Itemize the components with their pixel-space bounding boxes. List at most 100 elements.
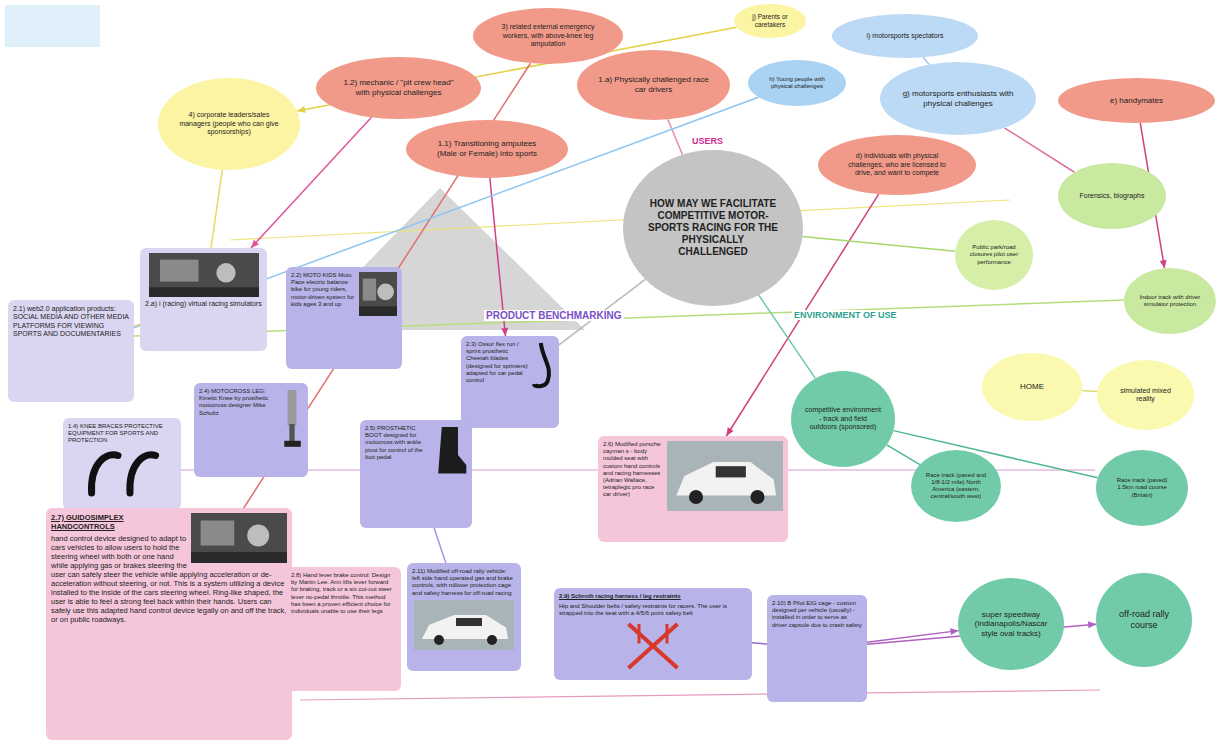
ellipse-node: 3) related external emergency workers, w… <box>473 8 623 64</box>
ellipse-node: HOW MAY WE FACILITATE COMPETITIVE MOTOR-… <box>623 150 803 306</box>
connector-line <box>668 119 683 154</box>
node-content: HOW MAY WE FACILITATE COMPETITIVE MOTOR-… <box>646 198 780 258</box>
node-content: HOME <box>995 382 1069 392</box>
node-content: simulated mixed reality <box>1110 387 1181 404</box>
connector-line <box>802 237 955 252</box>
node-content: 2.a) i (racing) virtual racing simulator… <box>145 253 262 308</box>
deco-line <box>300 690 1100 700</box>
box-node: 2.4) MOTOCROSS LEG: Kinetic Knee by pros… <box>194 383 308 477</box>
arrow-head <box>950 628 958 635</box>
node-text: 2.6) Modified porsche cayman s - body mo… <box>603 441 783 499</box>
box-node: 2.10) B Pilot EIG cage - custom designed… <box>767 595 867 702</box>
node-heading: 2.7) GUIDOSIMPLEX HANDCONTROLS <box>51 513 287 531</box>
node-text: 1.1) Transitioning amputees (Male or Fem… <box>427 139 547 158</box>
ellipse-node: Indoor track with driver simulator prote… <box>1124 268 1216 334</box>
photo-picture <box>359 272 397 316</box>
node-content: super speedway (Indianapolis/Nascar styl… <box>972 610 1050 639</box>
node-text: 3) related external emergency workers, w… <box>493 23 603 48</box>
connector <box>1082 391 1097 392</box>
node-text: 2.2) MOTO KIDS Moto Pace electric balanc… <box>291 272 397 308</box>
photo-picture <box>149 253 259 297</box>
node-content: 4) corporate leaders/sales managers (peo… <box>176 111 282 136</box>
blade-illustration <box>532 341 554 389</box>
arrow-head <box>501 328 508 336</box>
node-text: i) motorsports spectators <box>851 32 959 40</box>
box-node: 2.5) PROSTHETIC BOOT designed for motocr… <box>360 420 472 528</box>
leg-picture <box>281 388 303 448</box>
box-node: 1.4) KNEE BRACES PROTECTIVE EQUIPMENT FO… <box>63 418 181 510</box>
node-text: 2.a) i (racing) virtual racing simulator… <box>145 300 262 308</box>
leg-illustration <box>281 388 303 448</box>
node-content: i) motorsports spectators <box>851 32 959 40</box>
deco-line <box>230 200 1010 240</box>
node-text: Public park/road closures pilot user per… <box>965 244 1023 266</box>
node-content: 2.3) Ossur flex run / sprint prosthetic … <box>466 341 554 391</box>
node-text: 1.4) KNEE BRACES PROTECTIVE EQUIPMENT FO… <box>68 423 176 445</box>
box-node: 2.6) Modified porsche cayman s - body mo… <box>598 436 788 542</box>
node-content: g) motorsports enthusiasts with physical… <box>900 89 1016 108</box>
ellipse-node: Race track (paved and 1/8-1/2 mile) Nort… <box>911 450 1001 522</box>
connector-line <box>1082 391 1097 392</box>
node-text: 2.1) web2.0 application products: SOCIAL… <box>13 305 129 339</box>
node-text: 1.a) Physically challenged race car driv… <box>597 75 710 94</box>
connector <box>752 643 767 644</box>
node-content: Race track (paved) 1.5km road course (Br… <box>1108 477 1176 499</box>
corner-panel <box>5 5 100 47</box>
photo-illustration <box>191 513 287 563</box>
node-text: e) handymates <box>1078 96 1195 106</box>
node-text: Forensics, biographs <box>1072 192 1152 200</box>
connector <box>923 57 929 64</box>
ellipse-node: 1.a) Physically challenged race car driv… <box>577 50 730 120</box>
node-content: 2.9) Schroth racing harness / leg restra… <box>559 593 747 671</box>
photo-picture <box>191 513 287 563</box>
node-content: 1.4) KNEE BRACES PROTECTIVE EQUIPMENT FO… <box>68 423 176 498</box>
node-text: Race track (paved) 1.5km road course (Br… <box>1108 477 1176 499</box>
node-text: competitive environment - track and fiel… <box>805 406 881 431</box>
node-content: 2.6) Modified porsche cayman s - body mo… <box>603 441 783 513</box>
ellipse-node: g) motorsports enthusiasts with physical… <box>880 62 1036 135</box>
section-label: PRODUCT BENCHMARKING <box>484 310 624 321</box>
car-picture <box>667 441 783 511</box>
box-node: 2.11) Modified off-road rally vehicle: l… <box>407 563 521 671</box>
boot-illustration <box>431 425 467 475</box>
node-content: 2.8) Hand lever brake control: Design by… <box>291 572 396 615</box>
connector-line <box>887 445 920 465</box>
node-heading: 2.9) Schroth racing harness / leg restra… <box>559 593 747 600</box>
ellipse-node: e) handymates <box>1058 78 1215 123</box>
node-text: Hip and Shoulder belts / safety restrain… <box>559 603 747 617</box>
connector-line <box>759 295 816 378</box>
node-content: 2.11) Modified off-road rally vehicle: l… <box>412 568 516 650</box>
connector <box>802 237 955 252</box>
connector-line <box>211 170 222 248</box>
node-text: 2.10) B Pilot EIG cage - custom designed… <box>772 600 862 629</box>
connector <box>668 119 683 154</box>
box-node: 2.9) Schroth racing harness / leg restra… <box>554 588 752 680</box>
node-text: Indoor track with driver simulator prote… <box>1136 294 1204 308</box>
blade-picture <box>532 341 554 389</box>
boot-picture <box>431 425 467 475</box>
node-text: j) Parents or caretakers <box>743 13 797 29</box>
photo-illustration <box>149 253 259 297</box>
ellipse-node: d) individuals with physical challenges,… <box>818 135 976 195</box>
ellipse-node: j) Parents or caretakers <box>734 4 806 38</box>
hand-picture <box>82 448 162 498</box>
ellipse-node: 1.1) Transitioning amputees (Male or Fem… <box>406 120 568 178</box>
node-text: HOW MAY WE FACILITATE COMPETITIVE MOTOR-… <box>646 198 780 258</box>
car-picture <box>414 600 514 650</box>
node-text: HOME <box>995 382 1069 392</box>
node-content: Indoor track with driver simulator prote… <box>1136 294 1204 308</box>
connector-line <box>434 528 446 563</box>
connector-line <box>752 643 767 644</box>
car-illustration <box>667 441 783 511</box>
node-text: 1.2) mechanic / "pit crew head" with phy… <box>337 78 460 97</box>
connector-line <box>923 57 929 64</box>
node-content: Public park/road closures pilot user per… <box>965 244 1023 266</box>
box-node: 2.2) MOTO KIDS Moto Pace electric balanc… <box>286 267 402 369</box>
node-text: 2.3) Ossur flex run / sprint prosthetic … <box>466 341 554 384</box>
connector <box>1004 128 1074 172</box>
node-content: e) handymates <box>1078 96 1195 106</box>
car-illustration <box>414 600 514 650</box>
ellipse-node: simulated mixed reality <box>1097 360 1194 430</box>
connector <box>211 170 222 248</box>
